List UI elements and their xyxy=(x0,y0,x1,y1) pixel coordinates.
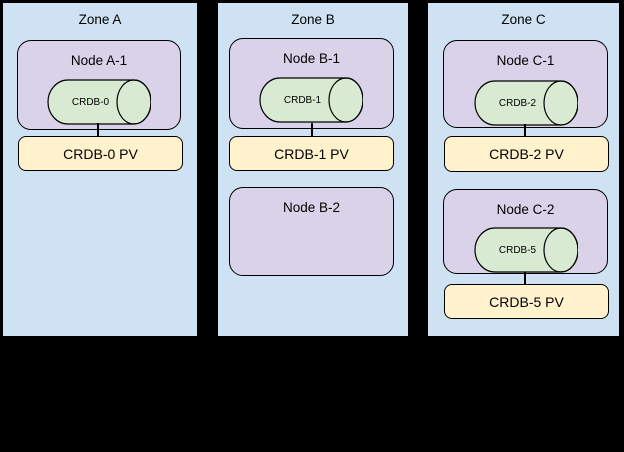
connector-b1-pv xyxy=(311,123,313,137)
pv-crdb-1-label: CRDB-1 PV xyxy=(274,145,349,162)
connector-a1-pv xyxy=(97,123,99,137)
zone-b: Zone B Node B-1 CRDB-1 CRDB-1 PV Node B-… xyxy=(217,2,409,337)
crdb-0-pod: CRDB-0 xyxy=(47,79,151,125)
zone-c: Zone C Node C-1 CRDB-2 CRDB-2 PV Node C-… xyxy=(427,2,620,337)
pv-crdb-1: CRDB-1 PV xyxy=(229,136,394,171)
crdb-2-pod: CRDB-2 xyxy=(474,80,578,126)
node-b1: Node B-1 CRDB-1 xyxy=(229,38,394,129)
zone-b-title: Zone B xyxy=(291,12,335,27)
crdb-5-pod: CRDB-5 xyxy=(474,227,578,273)
crdb-2-pod-label: CRDB-2 xyxy=(498,97,537,109)
pv-crdb-5-label: CRDB-5 PV xyxy=(489,293,564,310)
node-c1-label: Node C-1 xyxy=(496,53,555,68)
connector-c2-pv xyxy=(524,272,526,285)
connector-c1-pv xyxy=(524,124,526,137)
pv-crdb-2: CRDB-2 PV xyxy=(444,136,609,172)
crdb-1-pod: CRDB-1 xyxy=(259,77,363,123)
node-b2: Node B-2 xyxy=(229,187,394,276)
pv-crdb-0: CRDB-0 PV xyxy=(18,136,183,171)
zone-c-title: Zone C xyxy=(501,12,546,27)
crdb-1-pod-label: CRDB-1 xyxy=(283,94,322,106)
node-c2: Node C-2 CRDB-5 xyxy=(443,189,608,274)
zone-a: Zone A Node A-1 CRDB-0 CRDB-0 PV xyxy=(2,2,198,337)
database-cylinder-icon xyxy=(474,80,578,126)
pv-crdb-2-label: CRDB-2 PV xyxy=(489,146,564,162)
crdb-5-pod-label: CRDB-5 xyxy=(498,244,537,256)
zone-a-title: Zone A xyxy=(78,12,122,27)
database-cylinder-icon xyxy=(47,79,151,125)
database-cylinder-icon xyxy=(474,227,578,273)
crdb-0-pod-label: CRDB-0 xyxy=(71,96,110,108)
database-cylinder-icon xyxy=(259,77,363,123)
node-a1-label: Node A-1 xyxy=(70,53,128,68)
pv-crdb-0-label: CRDB-0 PV xyxy=(63,145,138,162)
node-a1: Node A-1 CRDB-0 xyxy=(17,40,181,130)
node-b1-label: Node B-1 xyxy=(282,51,341,66)
node-c2-label: Node C-2 xyxy=(496,202,555,217)
node-b2-label: Node B-2 xyxy=(282,200,341,215)
node-c1: Node C-1 CRDB-2 xyxy=(443,40,608,128)
pv-crdb-5: CRDB-5 PV xyxy=(444,284,609,319)
